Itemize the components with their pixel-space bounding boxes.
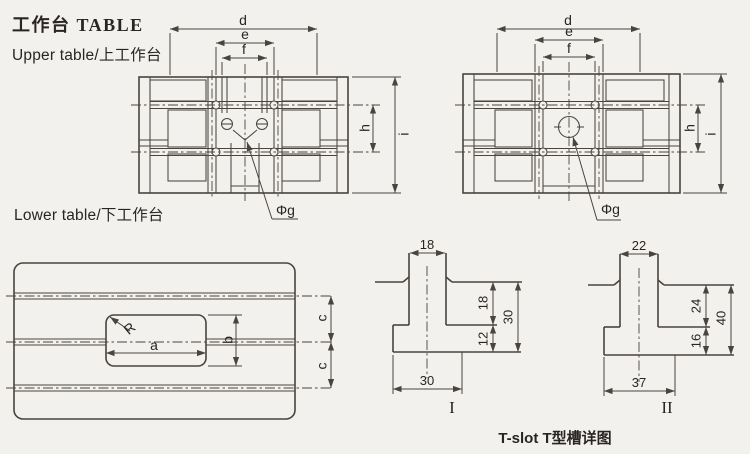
dim-label-i: i [703, 132, 719, 135]
dim-label-c-lower: c [314, 363, 330, 370]
dim-label-h: h [357, 124, 373, 132]
profile [375, 253, 522, 353]
slot-walls [14, 292, 295, 392]
dim-label-a: a [150, 337, 158, 353]
dim-label-d: d [564, 12, 572, 28]
dim-base-width: 37 [632, 375, 646, 390]
dim-label-d: d [239, 12, 247, 28]
page-title: 工作台 TABLE [12, 15, 144, 35]
dim-label-hole-dia: Φg [601, 201, 620, 217]
dim-label-e: e [241, 26, 249, 42]
dimensions [603, 250, 735, 396]
dim-total-depth: 40 [714, 311, 729, 325]
lower-table-view: R a b c c [6, 262, 335, 420]
table-internal-structure [139, 77, 348, 193]
dimensions [392, 249, 522, 394]
dim-label-h: h [682, 124, 698, 132]
dim-total-depth: 30 [501, 310, 516, 324]
centerlines [6, 295, 333, 389]
centerlines [455, 62, 705, 201]
dim-lower-depth: 16 [689, 334, 704, 348]
upper-left-table-view: d e f h i Φg [131, 12, 412, 220]
tslot-caption: T-slot T型槽详图 [498, 430, 612, 447]
dimensions [496, 25, 727, 221]
detail-label-I: I [449, 398, 455, 417]
dim-label-i: i [396, 132, 412, 135]
dimensions [106, 296, 335, 388]
dim-label-hole-dia: Φg [276, 202, 295, 218]
table-outline [462, 73, 681, 194]
tslot-detail-I: 18 18 12 30 30 I [375, 237, 522, 417]
table-outline [138, 76, 349, 194]
table-outline [13, 262, 296, 420]
dim-base-width: 30 [420, 373, 434, 388]
dim-lower-depth: 12 [476, 332, 491, 346]
dim-label-f: f [567, 40, 571, 56]
upper-right-table-view: d e f h i Φg [455, 12, 727, 221]
centerlines [131, 64, 380, 201]
dim-label-radius: R [120, 319, 138, 338]
dim-label-b: b [220, 336, 236, 344]
dim-slot-width: 18 [420, 237, 434, 252]
profile [588, 254, 734, 356]
dim-label-e: e [565, 23, 573, 39]
dimensions [169, 25, 401, 220]
dim-slot-width: 22 [632, 238, 646, 253]
dim-upper-depth: 18 [476, 296, 491, 310]
lower-table-label: Lower table/下工作台 [14, 207, 164, 224]
centre-keyhole-slot [220, 77, 269, 193]
upper-table-label: Upper table/上工作台 [12, 47, 162, 64]
dim-upper-depth: 24 [689, 299, 704, 313]
tslot-detail-II: 22 24 16 40 37 II [588, 238, 735, 417]
dim-label-f: f [242, 41, 246, 57]
dim-label-c-upper: c [314, 315, 330, 322]
detail-label-II: II [661, 398, 673, 417]
centre-opening [105, 314, 207, 367]
